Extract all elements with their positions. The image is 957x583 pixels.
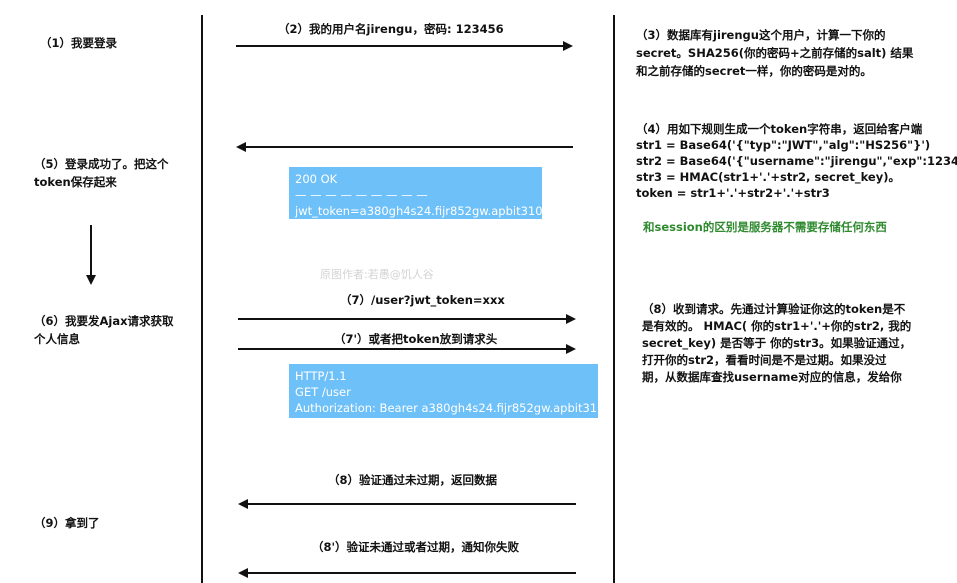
step-8-server-text-line3: secret_key) 是否等于 你的str3。如果验证通过， [642,336,912,350]
request-box: HTTP/1.1 GET /user Authorization: Bearer… [289,364,598,418]
response-arrow [236,142,573,152]
step-3-text-line2: secret。SHA256(你的密码+之前存储的salt) 结果 [636,46,914,60]
request-auth: Authorization: Bearer a380gh4s24.fijr852… [295,401,598,415]
step-9-text: （9）拿到了 [34,516,100,530]
step-4-text-line4: str3 = HMAC(str1+'.'+str2, secret_key)。 [636,170,900,184]
step-5-text-line1: （5）登录成功了。把这个 [34,157,169,171]
request-method: GET /user [295,385,351,399]
response-box: 200 OK — — — — — — — — — jwt_token=a380g… [289,167,542,219]
watermark: 原图作者:若愚@饥人谷 [320,268,434,281]
message-2-arrow [236,41,573,51]
session-difference-note: 和session的区别是服务器不需要存储任何东西 [643,220,887,234]
client-lifeline [201,15,203,583]
step-4-text-line5: token = str1+'.'+str2+'.'+str3 [636,186,830,200]
message-7-arrow [238,314,576,324]
step-3-text-line1: （3）数据库有jirengu这个用户，计算一下你的 [636,28,886,42]
step-4-text-line3: str2 = Base64('{"username":"jirengu","ex… [636,154,957,168]
step-8-server-text-line5: 期，从数据库查找username对应的信息，发给你 [642,370,902,384]
response-status: 200 OK [295,172,338,186]
step-1-text: （1）我要登录 [40,36,118,50]
request-protocol: HTTP/1.1 [295,369,347,383]
message-8b-arrow [238,568,576,578]
step-8-server-text-line1: （8）收到请求。先通过计算验证你这的token是不 [642,302,906,316]
down-arrow [86,225,96,285]
message-8b-label: （8'）验证未通过或者过期，通知你失败 [312,540,520,554]
message-7-label: （7）/user?jwt_token=xxx [340,293,505,307]
response-token: jwt_token=a380gh4s24.fijr852gw.apbit310d… [295,204,542,218]
server-lifeline [613,15,615,583]
step-3-text-line3: 和之前存储的secret一样，你的密码是对的。 [636,64,872,78]
message-7b-arrow [238,344,576,354]
step-5-text-line2: token保存起来 [34,175,117,189]
step-8-server-text-line2: 是有效的。 HMAC( 你的str1+'.'+你的str2, 我的 [642,319,912,333]
message-8-label: （8）验证通过未过期，返回数据 [328,473,497,487]
step-6-text-line1: （6）我要发Ajax请求获取 [34,314,174,328]
message-7b-label: （7'）或者把token放到请求头 [334,332,498,346]
message-8-arrow [238,499,576,509]
message-2-label: （2）我的用户名jirengu，密码: 123456 [278,22,504,36]
step-4-text-line1: （4）用如下规则生成一个token字符串，返回给客户端 [636,122,923,136]
response-divider: — — — — — — — — — [295,188,428,202]
step-8-server-text-line4: 打开你的str2，看看时间是不是过期。如果没过 [642,353,887,367]
step-6-text-line2: 个人信息 [34,332,80,346]
step-4-text-line2: str1 = Base64('{"typ":"JWT","alg":"HS256… [636,138,931,152]
